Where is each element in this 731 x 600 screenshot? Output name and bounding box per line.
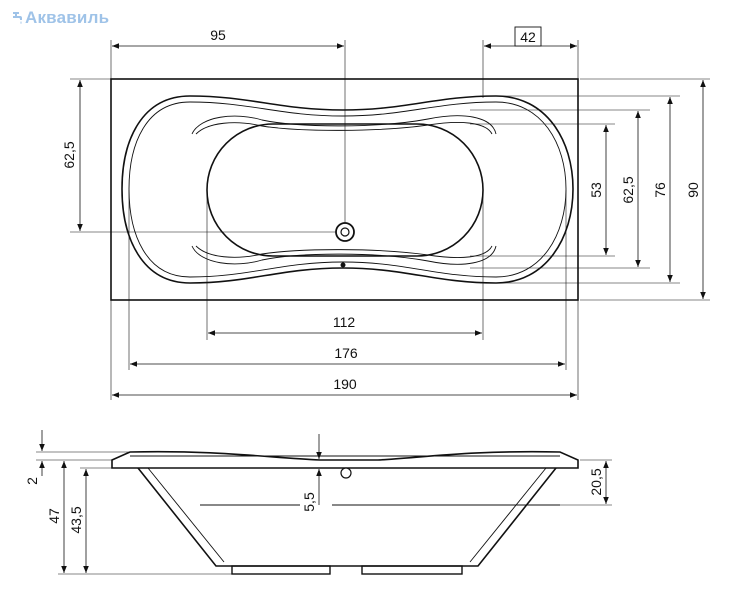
overflow-mark [340,262,346,268]
dim-label-overflow-offset: 42 [520,29,536,45]
dim-label-total-length: 190 [333,376,357,392]
side-view: 2 47 43,5 5,5 20,5 [24,430,612,575]
tub-outline-rect [110,78,579,301]
dim-box-42 [514,26,542,47]
foot-left [231,565,331,575]
dim-label-rim-inner-width: 76 [652,182,668,198]
armrest-top-inner [195,121,493,135]
watermark-text: Аквавиль [25,8,110,27]
dim-label-well-width: 62,5 [620,176,636,203]
dim-label-rim-thickness: 2 [24,477,40,485]
dim-label-inner-width: 53 [588,182,604,198]
top-view: 95 42 62,5 53 62,5 76 90 112 176 190 [61,26,710,400]
dim-label-well-length: 176 [334,345,358,361]
dim-label-drain-from-side: 62,5 [61,141,77,168]
foot-right [361,565,463,575]
body-profile [137,467,557,567]
armrest-top [191,115,497,135]
faucet-icon [13,12,22,24]
armrest-bottom [191,245,497,265]
watermark-logo: Аквавиль [10,8,109,28]
overflow-hole [340,467,352,479]
drain-outer [335,222,355,242]
dim-label-inner-height: 43,5 [68,506,84,533]
dim-label-overflow-height: 20,5 [588,468,604,495]
armrest-bottom-inner [195,245,493,259]
dim-label-total-width: 90 [685,182,701,198]
dim-label-drain-offset: 95 [210,27,226,43]
basin-inner-contour [128,101,567,278]
dim-label-total-height: 47 [46,508,62,524]
drain-inner [340,227,350,237]
dim-label-overflow-depth: 5,5 [301,492,317,512]
dim-label-inner-length: 112 [333,314,356,330]
rim-profile [111,450,579,469]
